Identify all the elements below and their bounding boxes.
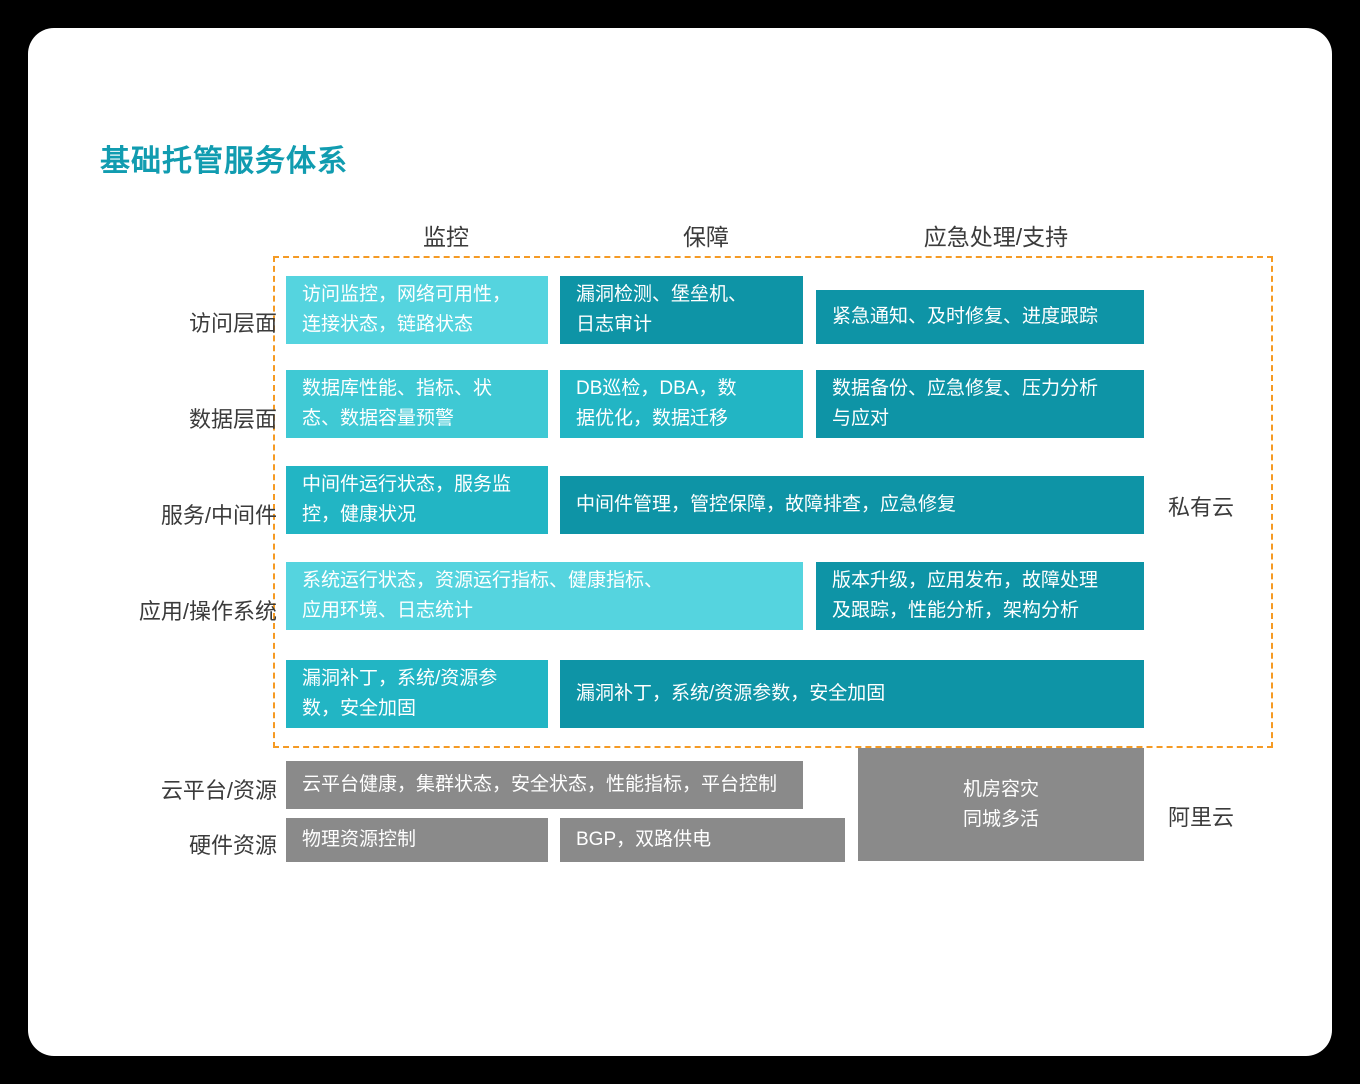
cell-access-assurance[interactable]: 漏洞检测、堡垒机、日志审计 (560, 276, 803, 344)
side-label-private-cloud: 私有云 (1168, 495, 1235, 520)
cell-hardware-assurance[interactable]: BGP，双路供电 (560, 818, 845, 862)
cell-patch-assurance-emergency[interactable]: 漏洞补丁，系统/资源参数，安全加固 (560, 660, 1144, 728)
cell-text: DB巡检，DBA，数据优化，数据迁移 (576, 378, 737, 429)
cell-cloud-platform-monitoring-assurance[interactable]: 云平台健康，集群状态，安全状态，性能指标，平台控制 (286, 761, 803, 809)
column-header-monitoring: 监控 (423, 224, 469, 250)
cell-access-monitoring[interactable]: 访问监控，网络可用性，连接状态，链路状态 (286, 276, 548, 344)
cell-service-monitoring[interactable]: 中间件运行状态，服务监控，健康状况 (286, 466, 548, 534)
row-label-hardware: 硬件资源 (188, 833, 277, 858)
cell-text: 中间件运行状态，服务监控，健康状况 (302, 474, 512, 525)
cell-patch-monitoring[interactable]: 漏洞补丁，系统/资源参数，安全加固 (286, 660, 548, 728)
row-label-service: 服务/中间件 (160, 503, 277, 528)
row-label-cloud-platform: 云平台/资源 (160, 778, 277, 803)
cell-text: 数据库性能、指标、状态、数据容量预警 (302, 378, 493, 429)
row-label-application: 应用/操作系统 (138, 599, 277, 624)
page-title: 基础托管服务体系 (100, 145, 348, 178)
cell-data-monitoring[interactable]: 数据库性能、指标、状态、数据容量预警 (286, 370, 548, 438)
cell-text: 物理资源控制 (302, 829, 417, 850)
cell-service-assurance-emergency[interactable]: 中间件管理，管控保障，故障排查，应急修复 (560, 476, 1144, 534)
cell-data-assurance[interactable]: DB巡检，DBA，数据优化，数据迁移 (560, 370, 803, 438)
row-label-data: 数据层面 (188, 407, 277, 432)
cell-text: 漏洞补丁，系统/资源参数，安全加固 (302, 668, 498, 719)
cell-text: 机房容灾同城多活 (962, 778, 1039, 830)
cell-application-emergency[interactable]: 版本升级，应用发布，故障处理及跟踪，性能分析，架构分析 (816, 562, 1144, 630)
cell-text: 访问监控，网络可用性，连接状态，链路状态 (302, 284, 512, 335)
cell-text: BGP，双路供电 (576, 829, 712, 850)
cell-text: 紧急通知、及时修复、进度跟踪 (832, 306, 1099, 327)
cell-text: 漏洞补丁，系统/资源参数，安全加固 (576, 683, 886, 704)
column-header-emergency: 应急处理/支持 (923, 224, 1069, 250)
cell-text: 云平台健康，集群状态，安全状态，性能指标，平台控制 (302, 774, 778, 795)
cell-disaster-recovery[interactable]: 机房容灾同城多活 (858, 748, 1144, 861)
private-cloud-boundary (273, 256, 1273, 748)
column-header-assurance: 保障 (683, 224, 729, 250)
cell-data-emergency[interactable]: 数据备份、应急修复、压力分析与应对 (816, 370, 1144, 438)
row-label-access: 访问层面 (188, 311, 277, 336)
diagram-card: 基础托管服务体系 监控 保障 应急处理/支持 访问层面 数据层面 服务/中间件 … (28, 28, 1332, 1056)
cell-text: 中间件管理，管控保障，故障排查，应急修复 (576, 494, 957, 515)
cell-text: 版本升级，应用发布，故障处理及跟踪，性能分析，架构分析 (832, 570, 1099, 621)
cell-access-emergency[interactable]: 紧急通知、及时修复、进度跟踪 (816, 290, 1144, 344)
cell-text: 漏洞检测、堡垒机、日志审计 (576, 284, 748, 335)
side-label-aliyun: 阿里云 (1168, 805, 1235, 830)
cell-application-monitoring-assurance[interactable]: 系统运行状态，资源运行指标、健康指标、应用环境、日志统计 (286, 562, 803, 630)
cell-text: 数据备份、应急修复、压力分析与应对 (832, 378, 1099, 429)
cell-text: 系统运行状态，资源运行指标、健康指标、应用环境、日志统计 (302, 570, 664, 621)
cell-hardware-monitoring[interactable]: 物理资源控制 (286, 818, 548, 862)
